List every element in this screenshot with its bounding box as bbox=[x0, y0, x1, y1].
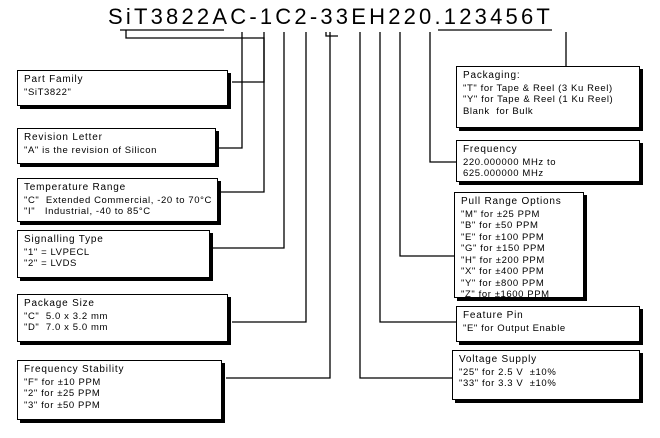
temperature-range-title: Temperature Range bbox=[24, 182, 126, 193]
temperature-range-line: "I" Industrial, -40 to 85°C bbox=[24, 206, 151, 217]
connector-voltage bbox=[359, 32, 452, 379]
feature-pin-line: "E" for Output Enable bbox=[463, 322, 566, 334]
voltage-supply-title: Voltage Supply bbox=[459, 354, 537, 365]
signalling-type-title: Signalling Type bbox=[24, 234, 104, 245]
part-number-revision: A bbox=[212, 4, 231, 29]
temperature-range-box: Temperature Range "C" Extended Commercia… bbox=[17, 178, 218, 222]
packaging-line: Blank for Bulk bbox=[463, 105, 534, 117]
part-number-pull-range: H bbox=[369, 4, 389, 29]
signalling-type-box: Signalling Type "1" = LVPECL "2" = LVDS bbox=[17, 230, 210, 278]
part-number-dash-1: - bbox=[249, 4, 260, 29]
pull-range-options-line: "B" for ±50 PPM bbox=[461, 220, 539, 231]
pull-range-options-line: "G" for ±150 PPM bbox=[461, 243, 546, 254]
revision-letter-title: Revision Letter bbox=[24, 132, 103, 143]
connector-temperature bbox=[220, 32, 265, 193]
signalling-type-line: "1" = LVPECL bbox=[24, 246, 90, 258]
part-family-line: "SiT3822" bbox=[24, 86, 72, 98]
packaging-line: "Y" for Tape & Reel (1 Ku Reel) bbox=[463, 94, 614, 105]
packaging-box: Packaging: "T" for Tape & Reel (3 Ku Ree… bbox=[456, 66, 640, 128]
revision-letter-line: "A" is the revision of Silicon bbox=[24, 144, 157, 156]
frequency-box: Frequency 220.000000 MHz to 625.000000 M… bbox=[456, 140, 640, 182]
package-size-title: Package Size bbox=[24, 298, 95, 309]
package-size-box: Package Size "C" 5.0 x 3.2 mm "D" 7.0 x … bbox=[17, 294, 228, 342]
feature-pin-title: Feature Pin bbox=[463, 310, 524, 321]
pull-range-options-line: "E" for ±100 PPM bbox=[461, 231, 545, 243]
connector-frequency bbox=[429, 32, 456, 163]
pull-range-options-line: "Z" for ±1600 PPM bbox=[461, 289, 550, 300]
packaging-line: "T" for Tape & Reel (3 Ku Reel) bbox=[463, 82, 613, 94]
signalling-type-line: "2" = LVDS bbox=[24, 258, 77, 269]
frequency-stability-line: "3" for ±50 PPM bbox=[24, 399, 101, 411]
part-number-frequency: 220.123456 bbox=[388, 4, 537, 29]
pull-range-options-title: Pull Range Options bbox=[461, 196, 562, 207]
frequency-stability-title: Frequency Stability bbox=[24, 364, 125, 375]
frequency-stability-box: Frequency Stability "F" for ±10 PPM "2" … bbox=[17, 360, 222, 420]
pull-range-options-box: Pull Range Options "M" for ±25 PPM "B" f… bbox=[454, 192, 584, 300]
connector-feature-pin bbox=[379, 32, 456, 323]
connector-signalling bbox=[212, 32, 285, 249]
feature-pin-box: Feature Pin "E" for Output Enable bbox=[456, 306, 640, 342]
part-number-packaging: T bbox=[536, 4, 554, 29]
part-number-signalling: 1 bbox=[259, 4, 276, 29]
part-number-voltage: 33 bbox=[320, 4, 352, 29]
pull-range-options-line: "X" for ±400 PPM bbox=[461, 266, 545, 277]
part-number-package: C bbox=[275, 4, 295, 29]
part-family-box: Part Family "SiT3822" bbox=[17, 70, 228, 106]
pull-range-options-line: "H" for ±200 PPM bbox=[461, 254, 545, 266]
part-number: SiT3822AC-1C2-33EH220.123456T bbox=[108, 4, 553, 30]
part-family-title: Part Family bbox=[24, 74, 84, 85]
package-size-line: "D" 7.0 x 5.0 mm bbox=[24, 322, 108, 333]
part-number-stability: 2 bbox=[294, 4, 310, 29]
part-number-feature-pin: E bbox=[351, 4, 370, 29]
pull-range-options-line: "M" for ±25 PPM bbox=[461, 208, 541, 220]
connector-package-size bbox=[232, 32, 307, 323]
packaging-title: Packaging: bbox=[463, 70, 521, 81]
frequency-line: 625.000000 MHz bbox=[463, 168, 544, 179]
voltage-supply-line: "33" for 3.3 V ±10% bbox=[459, 378, 557, 389]
part-number-dash-2: - bbox=[309, 4, 321, 29]
frequency-line: 220.000000 MHz to bbox=[463, 156, 557, 168]
connector-pull-range bbox=[399, 32, 454, 257]
connector-stability-drop bbox=[226, 32, 331, 379]
frequency-stability-line: "2" for ±25 PPM bbox=[24, 388, 101, 399]
frequency-title: Frequency bbox=[463, 144, 518, 155]
temperature-range-line: "C" Extended Commercial, -20 to 70°C bbox=[24, 194, 212, 206]
part-number-temperature: C bbox=[230, 4, 250, 29]
voltage-supply-box: Voltage Supply "25" for 2.5 V ±10% "33" … bbox=[452, 350, 640, 400]
frequency-stability-line: "F" for ±10 PPM bbox=[24, 376, 101, 388]
package-size-line: "C" 5.0 x 3.2 mm bbox=[24, 310, 108, 322]
connector-stability bbox=[325, 32, 338, 37]
pull-range-options-line: "Y" for ±800 PPM bbox=[461, 277, 545, 289]
part-number-family: SiT3822 bbox=[108, 4, 213, 29]
voltage-supply-line: "25" for 2.5 V ±10% bbox=[459, 366, 557, 378]
revision-letter-box: Revision Letter "A" is the revision of S… bbox=[17, 128, 216, 164]
